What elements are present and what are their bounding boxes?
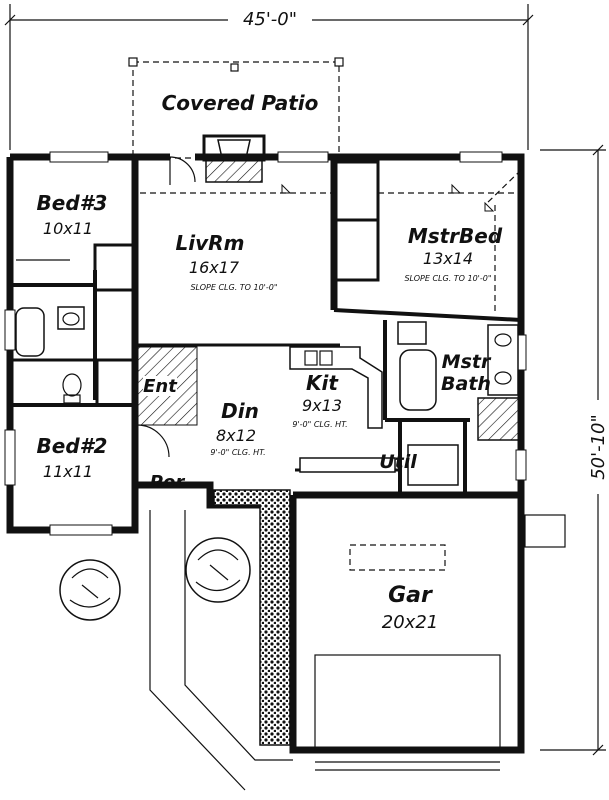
kit-note: 9'-0" CLG. HT. — [292, 420, 347, 429]
room-mstrbed: MstrBed 13x14 SLOPE CLG. TO 10'-0" — [404, 224, 502, 283]
por-name: Por — [150, 472, 186, 493]
bed3-name: Bed#3 — [37, 191, 108, 215]
room-por: Por — [150, 472, 186, 493]
kit-size: 9x13 — [302, 396, 342, 415]
livrm-name: LivRm — [176, 231, 245, 255]
brick-planter — [213, 489, 291, 746]
covered-patio: Covered Patio — [128, 57, 344, 159]
depth-label: 50'-10" — [588, 414, 609, 480]
gar-size: 20x21 — [382, 612, 438, 633]
depth-dimension: 50'-10" — [540, 144, 609, 756]
mstrbed-size: 13x14 — [423, 249, 473, 268]
din-size: 8x12 — [216, 426, 256, 445]
bed2-size: 11x11 — [43, 462, 93, 481]
bed3-size: 10x11 — [43, 219, 93, 238]
patio-door — [169, 156, 196, 185]
livrm-note: SLOPE CLG. TO 10'-0" — [190, 283, 277, 292]
din-name: Din — [221, 399, 259, 423]
windows — [4, 151, 527, 536]
livrm-size: 16x17 — [189, 258, 240, 277]
mstrbed-note: SLOPE CLG. TO 10'-0" — [404, 274, 491, 283]
room-din: Din 8x12 9'-0" CLG. HT. — [210, 399, 265, 457]
room-livrm: LivRm 16x17 SLOPE CLG. TO 10'-0" — [176, 231, 278, 292]
room-gar: Gar 20x21 — [382, 583, 438, 633]
ceiling-markers — [140, 169, 522, 315]
room-ent: Ent — [143, 376, 178, 397]
shrubs — [59, 537, 251, 621]
mstrbath-line1: Mstr — [442, 351, 492, 373]
width-dimension: 45'-0" — [4, 4, 534, 150]
util-name: Util — [379, 451, 417, 473]
front-door — [136, 424, 170, 460]
width-label: 45'-0" — [243, 9, 297, 30]
mstrbath-line2: Bath — [441, 373, 491, 395]
master-bath-fixtures — [397, 321, 521, 441]
bed2-name: Bed#2 — [37, 434, 108, 458]
room-bed2: Bed#2 11x11 — [37, 434, 108, 481]
closets — [16, 160, 380, 407]
garage-details — [314, 514, 566, 771]
hall-bath-fixtures — [15, 306, 85, 404]
kit-name: Kit — [306, 371, 339, 395]
din-note: 9'-0" CLG. HT. — [210, 448, 265, 457]
sidewalk — [149, 510, 293, 791]
room-bed3: Bed#3 10x11 — [37, 191, 108, 238]
covered-patio-label: Covered Patio — [162, 91, 319, 115]
gar-name: Gar — [388, 583, 433, 608]
room-kit: Kit 9x13 9'-0" CLG. HT. — [292, 371, 347, 429]
mstrbed-name: MstrBed — [408, 224, 503, 248]
kitchen-counters — [289, 346, 459, 486]
ent-name: Ent — [143, 376, 178, 397]
room-mstrbath: Mstr Bath — [441, 351, 492, 395]
room-util: Util — [379, 451, 417, 473]
